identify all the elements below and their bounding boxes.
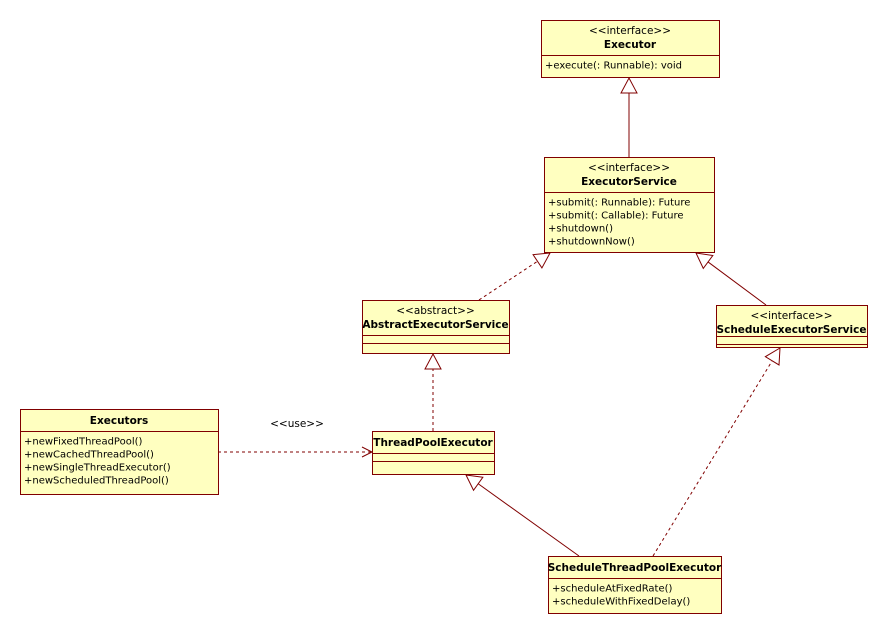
class-name: ScheduleThreadPoolExecutor [548,562,722,574]
class-name: AbstractExecutorService [362,319,508,331]
operation: +newFixedThreadPool() [24,437,143,448]
hollow-triangle-arrowhead [695,252,714,270]
class-box [20,409,219,495]
relations-layer [218,76,781,557]
class-name: ExecutorService [581,176,677,188]
class-abstract-executor-service[interactable]: <<abstract>> AbstractExecutorService [362,300,510,354]
relation-line [707,261,767,306]
hollow-triangle-arrowhead [764,347,781,366]
operation: +execute(: Runnable): void [545,61,682,72]
class-schedule-executor-service[interactable]: <<interface>> ScheduleExecutorService [716,305,868,348]
class-name: ThreadPoolExecutor [373,437,493,449]
operation: +newCachedThreadPool() [24,450,154,461]
operation: +shutdownNow() [548,237,635,248]
relation-line [478,260,538,301]
class-name: Executor [604,39,657,51]
relation-schedule-service-extends-executorservice [695,252,767,306]
class-stereotype: <<abstract>> [396,305,475,317]
operation: +scheduleWithFixedDelay() [552,597,690,608]
class-stereotype: <<interface>> [589,25,671,37]
classes-layer: <<interface>> Executor +execute(: Runnable… [20,20,868,614]
operation: +newScheduledThreadPool() [24,476,169,487]
operation: +scheduleAtFixedRate() [552,584,673,595]
class-name: ScheduleExecutorService [717,324,867,336]
hollow-triangle-arrowhead [465,474,484,492]
class-box [541,20,720,78]
class-box [548,556,722,614]
relation-executors-uses-tpe [218,446,374,458]
relation-stpe-implements-schedule-service [652,347,781,557]
operation: +shutdown() [548,224,613,235]
class-executor-service[interactable]: <<interface>> ExecutorService +submit(: Ru… [544,157,715,253]
relation-labels-layer: <<use>> [270,418,324,430]
class-schedule-thread-pool-executor[interactable]: ScheduleThreadPoolExecutor +scheduleAtFix… [548,556,722,614]
class-executors[interactable]: Executors +newFixedThreadPool() +newCached… [20,409,219,495]
class-name: Executors [90,415,148,427]
class-stereotype: <<interface>> [588,162,670,174]
operation: +newSingleThreadExecutor() [24,463,171,474]
class-executor[interactable]: <<interface>> Executor +execute(: Runnable… [541,20,720,78]
relation-tpe-extends-abstract [424,352,442,431]
relation-line [477,483,580,557]
relation-label: <<use>> [270,418,324,430]
relation-abstract-implements-executorservice [478,252,551,301]
hollow-triangle-arrowhead [424,352,442,370]
class-thread-pool-executor[interactable]: ThreadPoolExecutor [372,431,495,475]
operation: +submit(: Runnable): Future [548,198,690,209]
class-stereotype: <<interface>> [750,310,832,322]
relation-stpe-extends-tpe [465,474,580,557]
class-box [362,300,510,354]
hollow-triangle-arrowhead [532,252,551,269]
relation-executorservice-extends-executor [620,76,638,157]
operation: +submit(: Callable): Future [548,211,684,222]
relation-line [652,360,773,557]
hollow-triangle-arrowhead [620,76,638,94]
class-box [716,305,868,348]
class-box [544,157,715,253]
